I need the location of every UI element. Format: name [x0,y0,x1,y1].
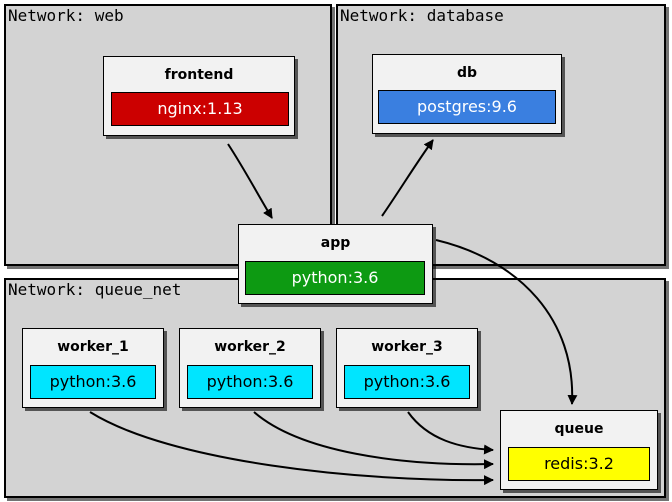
service-app-name: app [320,235,351,251]
service-worker-2-name: worker_2 [214,339,286,355]
network-database-label: Network: database [340,6,504,25]
service-app-image: python:3.6 [245,261,425,295]
service-worker-1-name: worker_1 [57,339,129,355]
service-worker-3-name: worker_3 [371,339,443,355]
network-database: Network: database [336,4,666,266]
network-queue-net-label: Network: queue_net [8,280,182,299]
service-worker-2-image: python:3.6 [187,365,313,399]
service-db[interactable]: db postgres:9.6 [372,54,562,134]
service-queue-name: queue [554,421,604,437]
service-worker-3[interactable]: worker_3 python:3.6 [336,328,478,408]
network-web-label: Network: web [8,6,124,25]
service-worker-2[interactable]: worker_2 python:3.6 [179,328,321,408]
service-frontend-name: frontend [164,67,234,83]
service-frontend[interactable]: frontend nginx:1.13 [103,56,295,136]
service-db-name: db [456,65,478,81]
service-worker-1[interactable]: worker_1 python:3.6 [22,328,164,408]
service-frontend-image: nginx:1.13 [111,92,289,126]
service-db-image: postgres:9.6 [378,90,556,124]
service-worker-1-image: python:3.6 [30,365,156,399]
service-worker-3-image: python:3.6 [344,365,470,399]
service-app[interactable]: app python:3.6 [238,224,433,304]
service-queue[interactable]: queue redis:3.2 [500,410,658,490]
service-queue-image: redis:3.2 [508,447,650,481]
